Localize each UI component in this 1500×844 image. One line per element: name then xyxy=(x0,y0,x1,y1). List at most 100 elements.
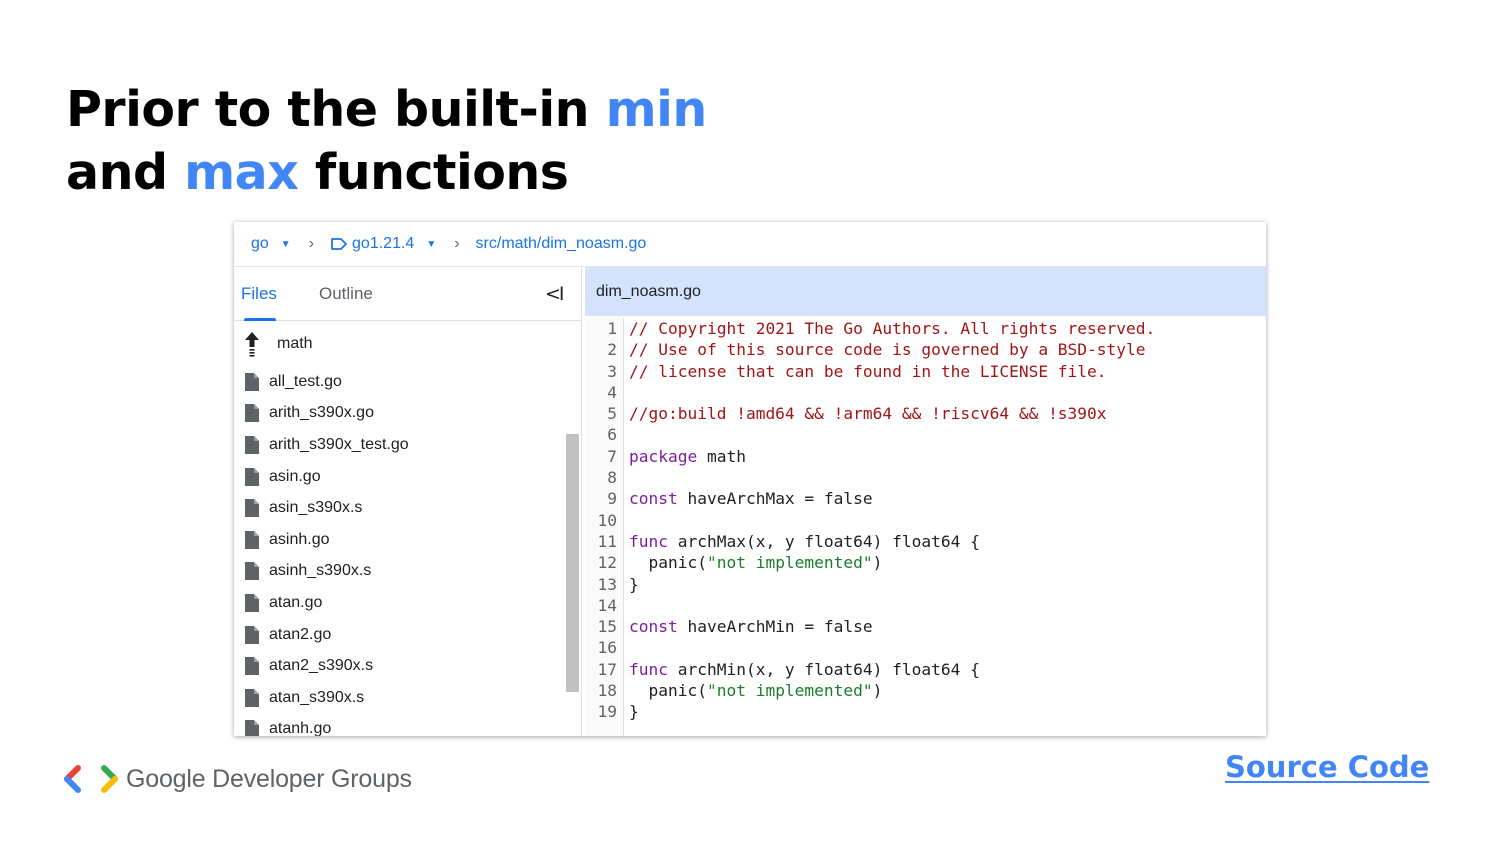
parent-directory-label: math xyxy=(277,335,313,352)
code-token: // Use of this source code is governed b… xyxy=(629,340,1146,360)
line-code: const haveArchMax = false xyxy=(629,488,873,509)
file-sidebar: Files Outline <I math all_test.go arith_s… xyxy=(234,267,582,736)
line-number: 4 xyxy=(607,382,617,402)
code-token: ) xyxy=(872,553,883,573)
file-name: arith_s390x.go xyxy=(269,404,374,422)
sidebar-scrollbar[interactable] xyxy=(566,322,580,736)
file-name: all_test.go xyxy=(269,372,342,390)
line-code: const haveArchMin = false xyxy=(629,616,873,637)
line-number: 16 xyxy=(597,638,618,658)
editor-file-tab[interactable]: dim_noasm.go xyxy=(585,267,1266,316)
code-token: math xyxy=(697,446,746,466)
line-number: 15 xyxy=(597,617,618,637)
code-line: 1 // Copyright 2021 The Go Authors. All r… xyxy=(585,318,1266,339)
code-token: archMax(x, y float64) float64 { xyxy=(667,531,980,551)
collapse-sidebar-button[interactable]: <I xyxy=(545,283,564,305)
code-lines: 1 // Copyright 2021 The Go Authors. All r… xyxy=(585,318,1266,723)
code-editor: dim_noasm.go 1 // Copyright 2021 The Go A… xyxy=(585,267,1266,736)
source-code-link[interactable]: Source Code xyxy=(1225,750,1430,784)
file-icon xyxy=(245,530,259,549)
file-list-item[interactable]: asin_s390x.s xyxy=(234,492,566,524)
title-line2-suffix: functions xyxy=(298,144,569,201)
code-token: const xyxy=(629,617,678,637)
sidebar-scrollbar-thumb[interactable] xyxy=(566,434,579,692)
file-list-item[interactable]: asinh.go xyxy=(234,524,566,556)
line-number: 17 xyxy=(597,659,618,679)
file-icon xyxy=(245,435,259,454)
code-line: 10 xyxy=(585,510,1266,531)
file-icon xyxy=(245,657,259,676)
line-number: 18 xyxy=(597,681,618,701)
code-line: 4 xyxy=(585,382,1266,403)
breadcrumb-repo[interactable]: go ▼ xyxy=(251,235,291,253)
code-token: haveArchMin = false xyxy=(677,617,873,637)
file-list-item[interactable]: arith_s390x.go xyxy=(234,398,566,430)
breadcrumb-path[interactable]: src/math/dim_noasm.go xyxy=(475,235,647,252)
file-list-item[interactable]: atan2_s390x.s xyxy=(234,650,566,682)
line-code: } xyxy=(629,574,639,595)
code-token: func xyxy=(629,531,668,551)
code-token: panic( xyxy=(629,553,707,573)
file-list-item[interactable]: atan_s390x.s xyxy=(234,682,566,714)
file-list-item[interactable]: asin.go xyxy=(234,461,566,493)
file-list: math all_test.go arith_s390x.go arith_s390… xyxy=(234,322,566,736)
line-number: 5 xyxy=(607,404,617,424)
file-name: asin.go xyxy=(269,467,321,485)
file-icon xyxy=(245,562,259,581)
gdg-logo-text: Google Developer Groups xyxy=(126,764,412,793)
file-icon xyxy=(245,499,259,518)
line-number-gutter xyxy=(585,318,624,736)
file-name: atan2_s390x.s xyxy=(269,657,374,675)
caret-down-icon: ▼ xyxy=(426,238,437,250)
code-token: //go:build !amd64 && !arm64 && !riscv64 … xyxy=(629,404,1107,424)
file-icon xyxy=(245,720,259,736)
active-tab-indicator xyxy=(244,318,276,321)
breadcrumb-version[interactable]: go1.21.4 ▼ xyxy=(330,235,436,253)
code-line: 6 xyxy=(585,424,1266,445)
file-name: asinh.go xyxy=(269,530,330,548)
tab-files[interactable]: Files xyxy=(241,284,277,303)
code-token: // Copyright 2021 The Go Authors. All ri… xyxy=(629,319,1156,338)
code-token: const xyxy=(629,489,678,509)
file-list-item[interactable]: atanh.go xyxy=(234,714,566,736)
code-token: archMin(x, y float64) float64 { xyxy=(667,659,980,679)
file-icon xyxy=(245,625,259,644)
file-list-item[interactable]: asinh_s390x.s xyxy=(234,556,566,588)
breadcrumb-repo-label: go xyxy=(251,235,269,252)
code-line: 3// license that can be found in the LIC… xyxy=(585,361,1266,382)
line-code: package math xyxy=(629,446,746,467)
caret-down-icon: ▼ xyxy=(280,238,291,250)
file-list-item[interactable]: all_test.go xyxy=(234,366,566,398)
file-icon xyxy=(245,404,259,423)
line-code: } xyxy=(629,701,639,722)
code-line: 13} xyxy=(585,574,1266,595)
file-list-item[interactable]: atan.go xyxy=(234,587,566,619)
parent-directory-row[interactable]: math xyxy=(234,322,566,366)
code-line: 14 xyxy=(585,595,1266,616)
line-number: 7 xyxy=(607,446,617,466)
file-name: atan_s390x.s xyxy=(269,688,365,706)
file-list-item[interactable]: arith_s390x_test.go xyxy=(234,429,566,461)
line-code: // Copyright 2021 The Go Authors. All ri… xyxy=(629,318,1155,339)
slide-title: Prior to the built-in min and max functi… xyxy=(66,78,707,204)
line-number: 1 xyxy=(607,319,617,338)
code-token: // license that can be found in the LICE… xyxy=(629,361,1107,381)
tab-outline[interactable]: Outline xyxy=(319,284,373,303)
line-code: panic("not implemented") xyxy=(629,680,882,701)
file-name: atan.go xyxy=(269,593,323,611)
line-number: 13 xyxy=(597,574,618,594)
file-icon xyxy=(245,688,259,707)
line-number: 6 xyxy=(607,425,617,445)
line-code: //go:build !amd64 && !arm64 && !riscv64 … xyxy=(629,403,1107,424)
line-code: func archMax(x, y float64) float64 { xyxy=(629,531,980,552)
line-number: 12 xyxy=(597,553,618,573)
line-number: 10 xyxy=(597,510,618,530)
code-area: 1 // Copyright 2021 The Go Authors. All r… xyxy=(585,318,1266,736)
file-list-item[interactable]: atan2.go xyxy=(234,619,566,651)
gdg-chevrons-icon xyxy=(64,765,118,793)
code-line: 5 //go:build !amd64 && !arm64 && !riscv64… xyxy=(585,403,1266,424)
code-line: 16 xyxy=(585,637,1266,658)
